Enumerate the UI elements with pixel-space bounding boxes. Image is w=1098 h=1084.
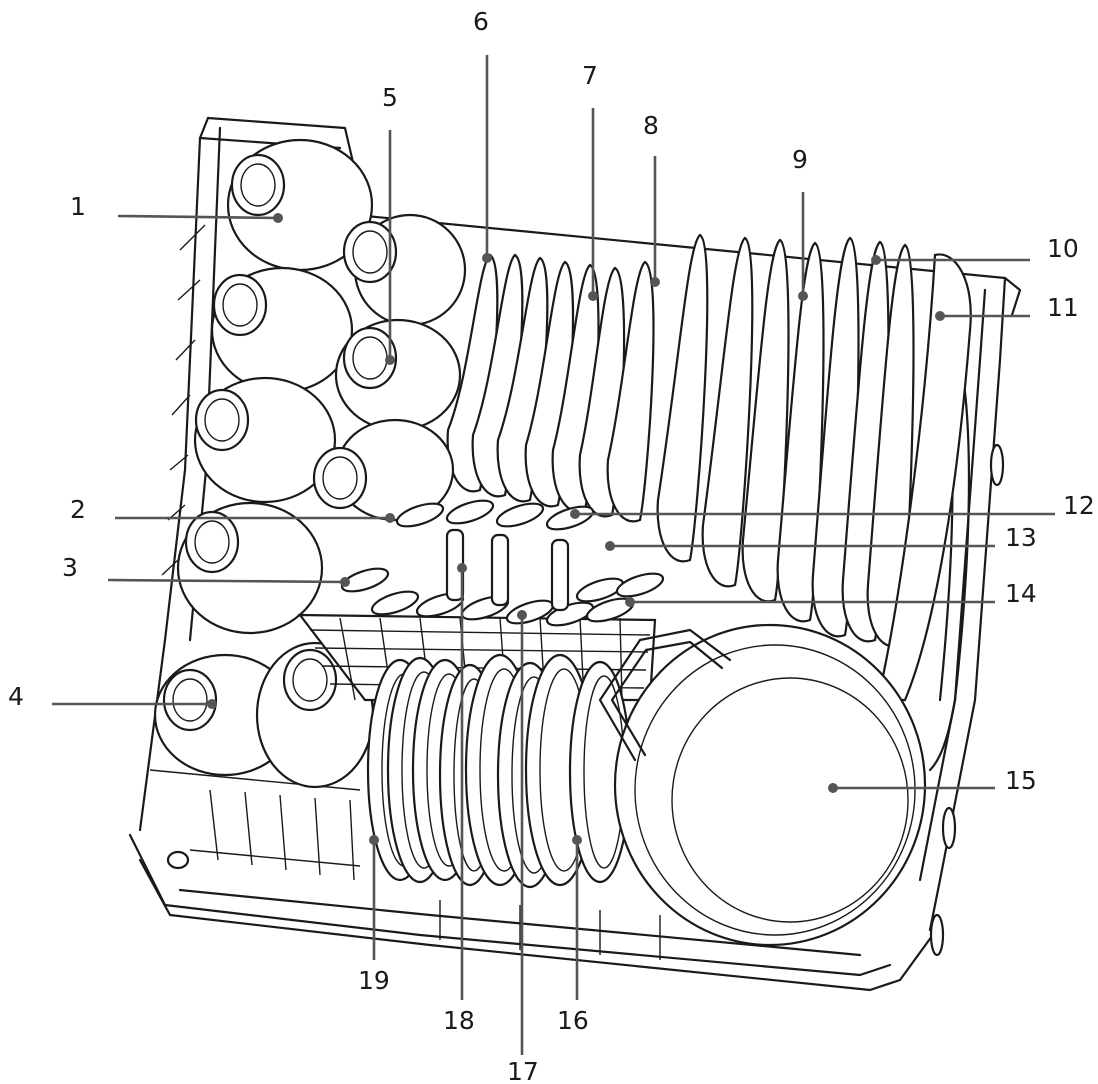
spoon: [615, 572, 665, 598]
callout-label-9: 9: [792, 145, 808, 174]
plate: [776, 241, 825, 623]
utensil-handle: [490, 533, 510, 607]
leader-dot: [798, 291, 808, 301]
callout-label-19: 19: [358, 966, 390, 995]
leader-dot: [828, 783, 838, 793]
callout-label-5: 5: [382, 83, 398, 112]
spoon: [495, 502, 545, 528]
callout-label-4: 4: [8, 682, 24, 711]
leader-dot: [385, 513, 395, 523]
callout-label-1: 1: [70, 192, 86, 221]
large-plate: [878, 253, 972, 702]
cups: [153, 138, 467, 789]
leader-dot: [572, 835, 582, 845]
mug-rim: [312, 446, 368, 510]
callout-label-14: 14: [1005, 579, 1037, 608]
leader-dot: [588, 291, 598, 301]
utensil-handle: [550, 538, 570, 612]
mug-inner: [172, 678, 208, 722]
mug-inner: [292, 658, 328, 702]
mug-rim: [194, 388, 250, 452]
mug-rim: [342, 220, 398, 284]
mug-inner: [240, 163, 276, 207]
leader-dot: [517, 610, 527, 620]
large-bowl: [598, 623, 927, 947]
leader-dot: [385, 355, 395, 365]
leader-dot: [207, 699, 217, 709]
callout-label-15: 15: [1005, 766, 1037, 795]
callout-label-2: 2: [70, 495, 86, 524]
spoon: [545, 505, 595, 531]
leader-dot: [625, 597, 635, 607]
spoon: [340, 567, 390, 593]
callout-label-10: 10: [1047, 234, 1079, 263]
callout-label-11: 11: [1047, 293, 1079, 322]
leader-dot: [369, 835, 379, 845]
leader-dot: [273, 213, 283, 223]
mug-inner: [352, 230, 388, 274]
callout-label-12: 12: [1063, 491, 1095, 520]
mug-rim: [230, 153, 286, 217]
mug-rim: [184, 510, 240, 574]
mug-rim: [212, 273, 268, 337]
mug-inner: [204, 398, 240, 442]
leader-dot: [570, 509, 580, 519]
mug-rim: [342, 326, 398, 390]
mug-inner: [222, 283, 258, 327]
leader-line: [117, 214, 279, 220]
spoon: [445, 499, 495, 525]
rack-frame: [128, 116, 1022, 992]
callout-label-18: 18: [443, 1006, 475, 1035]
plate: [701, 236, 754, 588]
plate: [741, 238, 790, 603]
leader-dot: [340, 577, 350, 587]
mug-inner: [322, 456, 358, 500]
callout-label-13: 13: [1005, 523, 1037, 552]
callout-label-6: 6: [473, 7, 489, 36]
mug-rim: [282, 648, 338, 712]
leader-dot: [605, 541, 615, 551]
leader-dot: [935, 311, 945, 321]
plate: [656, 233, 709, 563]
plates-row: [446, 233, 915, 648]
spoon: [370, 590, 420, 616]
leader-dot: [457, 563, 467, 573]
callout-label-3: 3: [62, 553, 78, 582]
leader-dot: [482, 253, 492, 263]
callout-label-7: 7: [582, 61, 598, 90]
mug-rim: [162, 668, 218, 732]
leader-dot: [650, 277, 660, 287]
callout-label-17: 17: [507, 1057, 539, 1084]
spoon: [395, 502, 445, 528]
mug-inner: [194, 520, 230, 564]
leader-dot: [871, 255, 881, 265]
leader-line: [107, 578, 346, 584]
callout-label-16: 16: [557, 1006, 589, 1035]
front-plates: [366, 653, 632, 889]
callout-label-8: 8: [643, 111, 659, 140]
